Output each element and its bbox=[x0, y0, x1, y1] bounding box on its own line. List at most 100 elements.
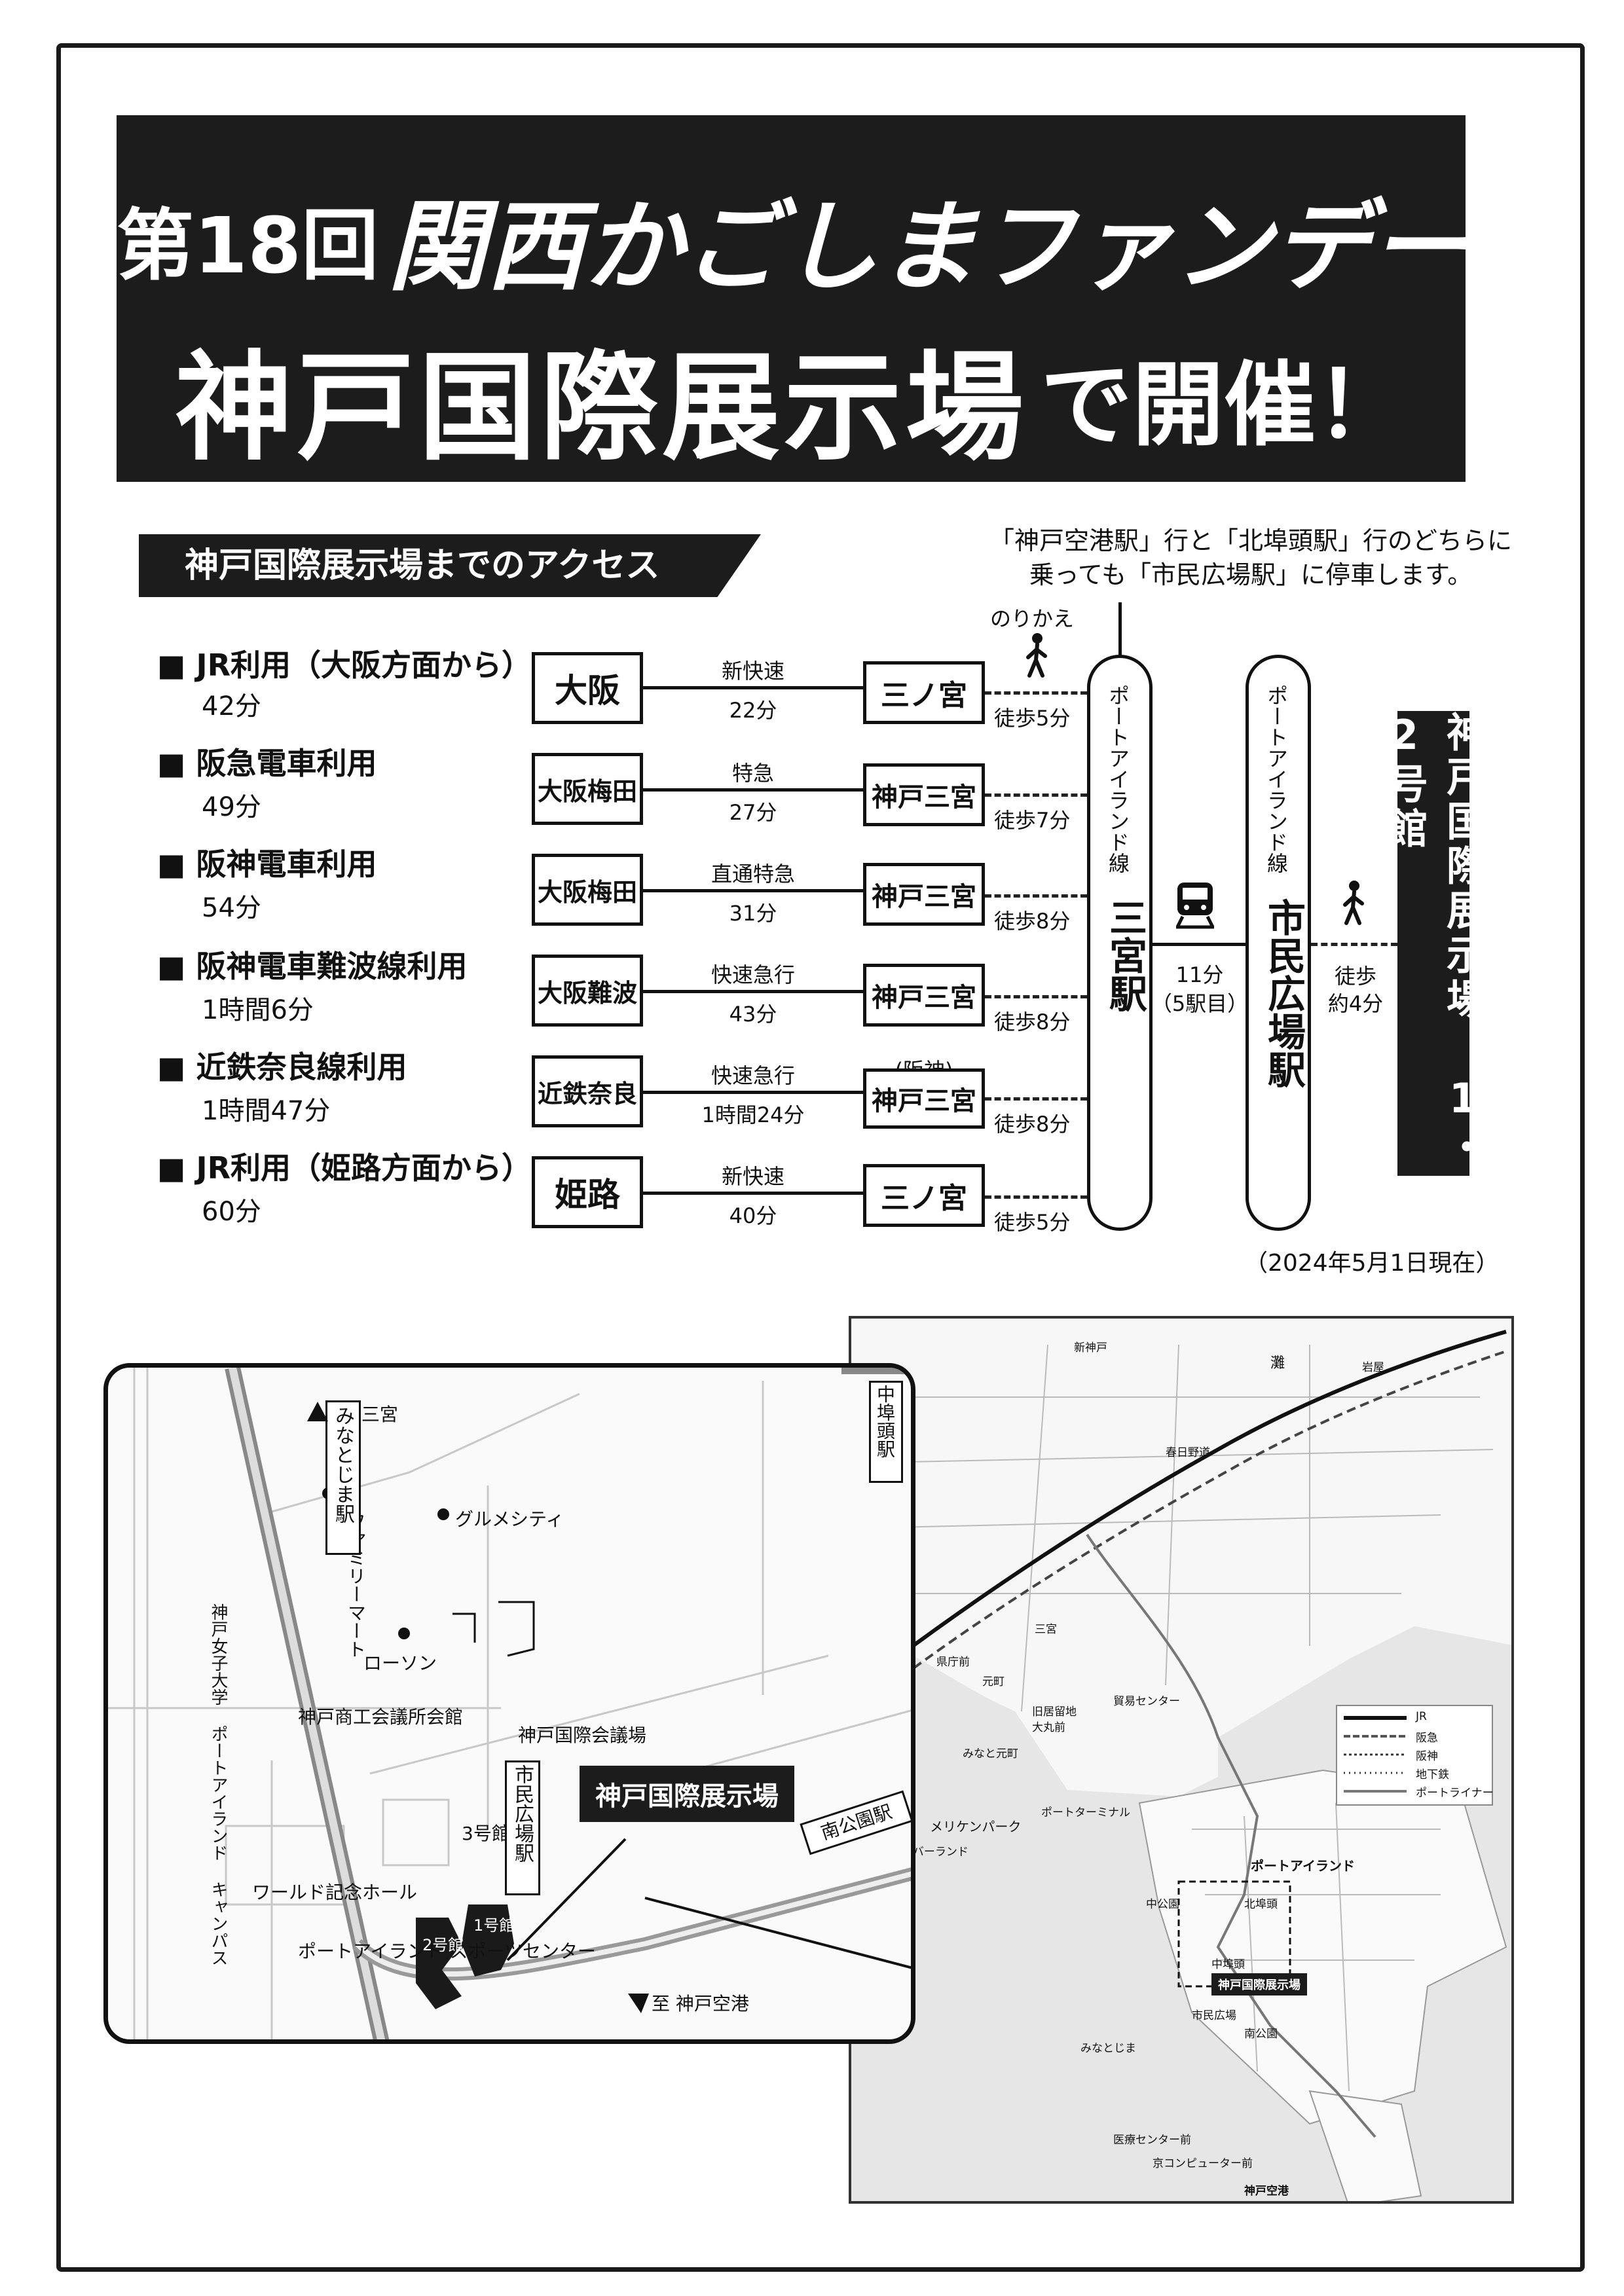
walk-time: 徒歩5分 bbox=[994, 1210, 1071, 1235]
naka-futo-st-box bbox=[869, 1381, 903, 1483]
label-naka-futo-st: 中埠頭駅 bbox=[874, 1385, 896, 1458]
map-motomachi: 元町 bbox=[982, 1675, 1005, 1688]
map-minato-motomachi: みなと元町 bbox=[963, 1747, 1018, 1760]
train-icon bbox=[1175, 883, 1215, 929]
route-total-time: 42分 bbox=[202, 691, 261, 721]
origin-station: 大阪梅田 bbox=[532, 753, 643, 825]
map-daimaru: 大丸前 bbox=[1032, 1721, 1065, 1734]
ride-time: 40分 bbox=[729, 1203, 777, 1228]
route-total-time: 49分 bbox=[202, 792, 261, 822]
map-kobe-airport: 神戸空港 bbox=[1244, 2185, 1289, 2198]
line-name-1: ポートアイランド線 bbox=[1105, 685, 1130, 873]
shimin-hiroba-station-pill bbox=[1246, 655, 1311, 1231]
destination-label: 神戸国際展示場 1・2号館 bbox=[1380, 711, 1487, 1176]
walk-time: 徒歩5分 bbox=[994, 706, 1071, 731]
walk-time: 徒歩8分 bbox=[994, 1112, 1071, 1137]
walk-path bbox=[985, 1195, 1087, 1199]
ride-time: 27分 bbox=[729, 800, 777, 825]
final-walk-time: 約4分 bbox=[1327, 991, 1384, 1016]
label-hall-3: 3号館 bbox=[462, 1823, 510, 1844]
train-service: 新快速 bbox=[721, 1164, 785, 1189]
map-kencho: 県庁前 bbox=[936, 1656, 970, 1669]
map-iwaya: 岩屋 bbox=[1362, 1361, 1384, 1374]
map-nada: 灘 bbox=[1270, 1355, 1285, 1372]
station-shimin-hiroba: 市民広場駅 bbox=[1261, 898, 1306, 1088]
edition-label: 第18回 bbox=[117, 200, 379, 291]
portliner-ride-time: 11分 bbox=[1175, 962, 1224, 987]
transfer-station: 神戸三宮 bbox=[863, 964, 985, 1027]
access-heading: 神戸国際展示場までのアクセス bbox=[139, 534, 761, 597]
label-chamber-hall: 神戸商工会議所会館 bbox=[298, 1706, 464, 1728]
transfer-station: 三ノ宮 bbox=[863, 1164, 985, 1227]
label-hall-1: 1号館 bbox=[473, 1916, 515, 1935]
origin-station: 大阪難波 bbox=[532, 955, 643, 1027]
walk-path bbox=[985, 995, 1087, 998]
local-map-graphic bbox=[108, 1368, 911, 2039]
hall-1-shape bbox=[462, 1904, 514, 1977]
train-service: 新快速 bbox=[721, 659, 785, 683]
walk-time: 徒歩8分 bbox=[994, 909, 1071, 934]
final-walk-label: 徒歩 bbox=[1334, 964, 1377, 989]
portliner-note: 「神戸空港駅」行と「北埠頭駅」行のどちらに乗っても「市民広場駅」に停車します。 bbox=[989, 526, 1512, 589]
legend-subway: 地下鉄 bbox=[1416, 1768, 1449, 1781]
train-service: 直通特急 bbox=[710, 862, 796, 886]
map-kyukyoryuchi: 旧居留地 bbox=[1032, 1705, 1077, 1719]
arrow-up-icon bbox=[307, 1402, 328, 1421]
walking-person-icon bbox=[1026, 633, 1047, 678]
banner-line-1: 第18回関西かごしまファンデーは bbox=[117, 168, 1548, 310]
legend-jr: JR bbox=[1416, 1710, 1427, 1723]
banner-particle: は bbox=[1477, 204, 1549, 286]
walk-path bbox=[985, 894, 1087, 898]
legend-portliner: ポートライナー bbox=[1416, 1787, 1494, 1800]
transfer-station: 三ノ宮 bbox=[863, 661, 985, 724]
route-total-time: 54分 bbox=[202, 893, 261, 923]
as-of-date: （2024年5月1日現在） bbox=[1244, 1250, 1500, 1277]
map-boeki-center: 貿易センター bbox=[1113, 1695, 1180, 1708]
map-iryo-center: 医療センター前 bbox=[1113, 2134, 1191, 2147]
legend-hanshin: 阪神 bbox=[1416, 1750, 1438, 1763]
legend-swatches bbox=[1344, 1716, 1407, 1793]
walk-path bbox=[985, 691, 1087, 695]
transfer-station: 神戸三宮 bbox=[863, 863, 985, 926]
map-naka-futo: 中埠頭 bbox=[1211, 1958, 1245, 1971]
label-lawson: ローソン bbox=[363, 1652, 437, 1674]
train-service: 特急 bbox=[731, 761, 775, 786]
transfer-station: 神戸三宮 bbox=[863, 1068, 985, 1129]
rail-line bbox=[643, 889, 863, 892]
legend-hankyu: 阪急 bbox=[1416, 1732, 1438, 1745]
page-frame bbox=[56, 43, 1585, 2272]
area-map: 新神戸 灘 春日野道 岩屋 三宮 元町 県庁前 旧居留地 大丸前 貿易センター … bbox=[849, 1316, 1514, 2204]
rail-line bbox=[643, 990, 863, 993]
map-naka-koen: 中公園 bbox=[1146, 1898, 1179, 1911]
route-label: ■ JR利用（大阪方面から） bbox=[157, 647, 532, 683]
station-sannomiya: 三宮駅 bbox=[1103, 898, 1147, 1012]
banner-line-2: 神戸国際展示場で開催！ bbox=[117, 312, 1466, 483]
train-service: 快速急行 bbox=[710, 962, 796, 987]
route-total-time: 1時間47分 bbox=[202, 1096, 331, 1126]
label-minatojima-st: みなとじま駅 bbox=[331, 1406, 354, 1523]
venue-name: 神戸国際展示場 bbox=[174, 340, 1027, 477]
map-kasuganomichi: 春日野道 bbox=[1166, 1446, 1210, 1459]
sannomiya-station-pill bbox=[1087, 655, 1153, 1231]
label-kobe-womens-univ: 神戸女子大学 ポートアイランド キャンパス bbox=[208, 1603, 228, 1966]
title-banner: 第18回関西かごしまファンデーは 神戸国際展示場で開催！ bbox=[117, 115, 1548, 483]
map-shin-kobe: 新神戸 bbox=[1074, 1341, 1107, 1355]
map-kita-futo: 北埠頭 bbox=[1244, 1898, 1278, 1911]
event-name: 関西かごしまファンデー bbox=[388, 189, 1469, 304]
minatojima-st-box bbox=[325, 1400, 361, 1555]
route-total-time: 1時間6分 bbox=[202, 995, 314, 1025]
local-expo-callout: 神戸国際展示場 bbox=[580, 1766, 794, 1822]
map-expo-callout: 神戸国際展示場 bbox=[1211, 1973, 1307, 1995]
walk-path bbox=[985, 793, 1087, 797]
banner-tail: で開催！ bbox=[1041, 352, 1408, 459]
note-pointer bbox=[1118, 602, 1122, 661]
walk-path bbox=[985, 1097, 1087, 1101]
portliner-stops: （5駅目） bbox=[1151, 991, 1249, 1016]
arrow-down-icon bbox=[628, 1994, 649, 2013]
label-sports-center: ポートアイランド スポーツセンター bbox=[298, 1941, 596, 1962]
map-sannomiya: 三宮 bbox=[1035, 1623, 1057, 1636]
walk-time: 徒歩7分 bbox=[994, 808, 1071, 833]
hall-2-shape bbox=[416, 1918, 462, 2009]
local-map: 至 三宮 ファミリーマート グルメシティ 神戸女子大学 ポートアイランド キャン… bbox=[103, 1363, 915, 2044]
origin-station: 近鉄奈良 bbox=[532, 1055, 643, 1127]
